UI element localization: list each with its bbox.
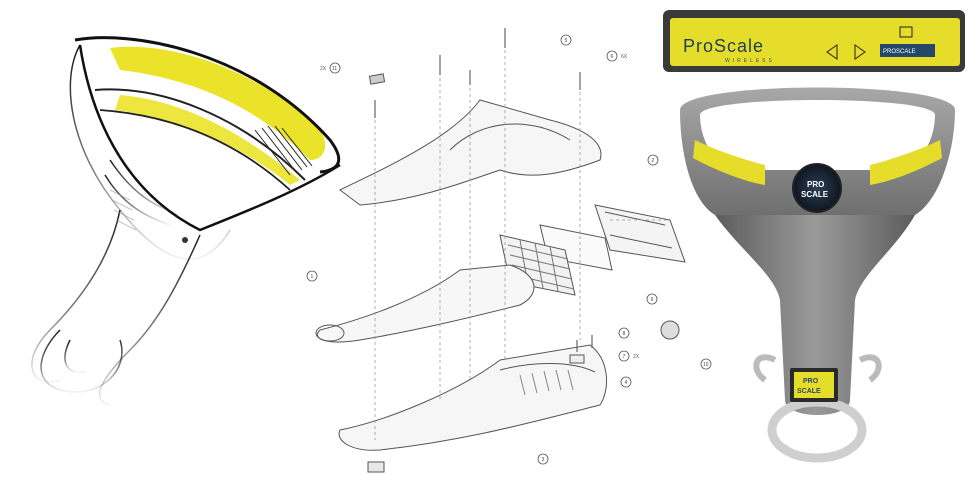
hook-right xyxy=(858,354,882,383)
callouts: 1 2 3 4 5 6 6X 7 2X 8 9 xyxy=(306,34,712,465)
callout-11: 11 xyxy=(332,66,337,72)
callout-2-circle xyxy=(647,154,659,166)
brand-name: ProScale xyxy=(683,36,764,56)
left-arrow-button[interactable] xyxy=(826,44,838,60)
part-frame xyxy=(317,264,535,343)
callout-9: 9 xyxy=(651,297,654,303)
sketch-drawing xyxy=(31,36,341,406)
sketch-ribs xyxy=(109,189,137,231)
grip-yellow-left xyxy=(693,140,765,185)
callout-11-qty: 2X xyxy=(320,66,327,72)
callout-4: 4 xyxy=(625,380,628,386)
callout-5: 5 xyxy=(565,38,568,44)
part-bottom-shell-rim xyxy=(499,363,596,373)
assembly-lines xyxy=(374,50,670,440)
grip-opening xyxy=(700,100,935,170)
callout-6-circle xyxy=(606,50,618,62)
screws xyxy=(374,28,593,352)
product-drawing: ProScale WIRELESS PROSCALE PRO SCALE xyxy=(663,10,965,463)
part-label xyxy=(368,73,386,85)
hub-text-bottom: SCALE xyxy=(801,190,829,199)
sketch-stroke-mid xyxy=(94,88,306,181)
callout-9-circle xyxy=(646,293,658,305)
callout-2: 2 xyxy=(652,158,655,164)
sketch-hatching xyxy=(254,125,313,176)
bottom-logo xyxy=(794,372,834,398)
body-neck xyxy=(715,215,915,415)
part-display xyxy=(594,204,686,263)
part-top-shell-rim xyxy=(449,123,571,151)
brand-badge-label: PROSCALE xyxy=(883,49,916,55)
callout-8: 8 xyxy=(623,331,626,337)
part-keypad-grid xyxy=(507,239,575,292)
part-clip xyxy=(569,354,585,364)
exploded-view: 1 2 3 4 5 6 6X 7 2X 8 9 xyxy=(300,0,720,480)
sketch-highlight xyxy=(110,46,326,160)
part-badge xyxy=(660,320,680,340)
callout-3: 3 xyxy=(542,457,545,463)
power-button[interactable] xyxy=(899,26,913,38)
callout-7-qty: 2X xyxy=(633,354,640,360)
sketch-hole xyxy=(182,237,188,243)
brand-badge xyxy=(880,44,935,57)
sketch-highlight-lower xyxy=(115,95,300,185)
concept-sketch xyxy=(0,0,360,480)
bottom-logo-top: PRO xyxy=(803,378,819,385)
bottom-logo-bottom: SCALE xyxy=(797,388,821,395)
hub-text-top: PRO xyxy=(807,180,824,189)
callout-10-circle xyxy=(700,358,712,370)
callout-4-circle xyxy=(620,376,632,388)
callout-6: 6 xyxy=(611,54,614,60)
callout-1: 1 xyxy=(311,274,314,280)
callout-7-circle xyxy=(618,350,630,362)
part-bottom-shell xyxy=(338,344,608,451)
sketch-outline-top xyxy=(74,36,341,174)
part-display-detail xyxy=(604,211,673,249)
callout-8-circle xyxy=(618,327,630,339)
part-top-shell xyxy=(339,99,602,206)
hook-left xyxy=(753,354,777,383)
callout-5-circle xyxy=(560,34,572,46)
sketch-handle xyxy=(31,44,231,406)
part-pad xyxy=(367,461,385,473)
exploded-drawing: 1 2 3 4 5 6 6X 7 2X 8 9 xyxy=(306,28,712,473)
hub-badge xyxy=(792,163,842,213)
part-bottom-ribs xyxy=(519,369,574,396)
sketch-outline-inner xyxy=(78,44,341,232)
brand-sub: WIRELESS xyxy=(725,58,775,64)
callout-1-circle xyxy=(306,270,318,282)
callout-7: 7 xyxy=(623,354,626,360)
product-render: ProScale WIRELESS PROSCALE PRO SCALE xyxy=(655,0,980,480)
callout-10: 10 xyxy=(703,362,709,368)
callout-11-circle xyxy=(329,62,341,74)
right-arrow-button[interactable] xyxy=(854,44,866,60)
sketch-stroke-low xyxy=(99,109,291,191)
callout-6-qty: 6X xyxy=(621,54,628,60)
part-frame-hook xyxy=(315,324,345,342)
callout-3-circle xyxy=(537,453,549,465)
grip-yellow-right xyxy=(870,140,942,185)
